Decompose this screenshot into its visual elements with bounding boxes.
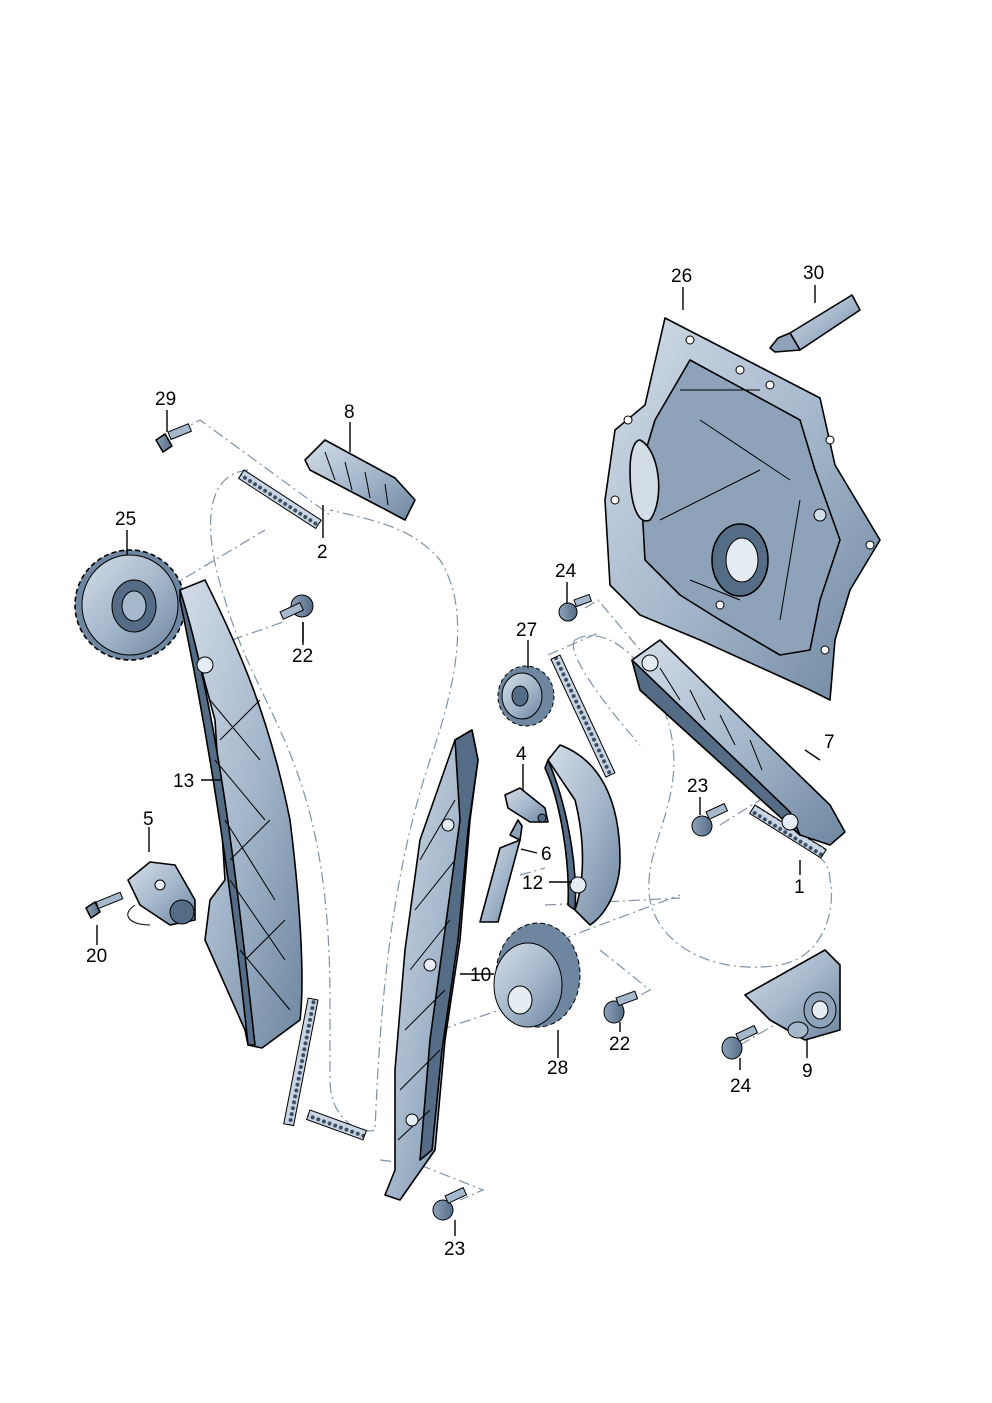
sealant-tube	[769, 294, 861, 353]
callout-labels: 29 8 26 30 25 2 24 22 27 4 7 13 23 5 6 1…	[86, 263, 835, 1260]
bolt-29	[155, 423, 193, 453]
callout-12: 12	[522, 873, 543, 894]
callout-8: 8	[344, 402, 355, 423]
bolt-22-center	[603, 990, 639, 1024]
callout-24-upper: 24	[555, 561, 577, 582]
chain-guide-upper	[304, 439, 416, 521]
callout-2: 2	[317, 542, 328, 563]
callout-1: 1	[794, 877, 805, 898]
bolt-20	[85, 891, 124, 919]
callout-29: 29	[155, 389, 176, 410]
bolt-23-bottom	[432, 1186, 468, 1221]
timing-chain-lower	[283, 997, 319, 1127]
callout-22-left: 22	[292, 646, 313, 667]
callout-28: 28	[547, 1058, 568, 1079]
callout-23-bottom: 23	[444, 1239, 465, 1260]
chain-tensioner	[127, 861, 196, 926]
intermediate-sprocket	[497, 665, 555, 727]
callout-26: 26	[671, 266, 692, 287]
callout-22-center: 22	[609, 1034, 630, 1055]
callout-13: 13	[173, 771, 194, 792]
guide-rail	[384, 729, 479, 1201]
callout-10: 10	[470, 965, 491, 986]
assembly-lines	[167, 419, 833, 1201]
bolt-22-left	[279, 594, 314, 620]
callout-9: 9	[802, 1061, 813, 1082]
camshaft-sprocket	[74, 549, 186, 661]
callout-30: 30	[803, 263, 824, 284]
callout-5: 5	[143, 809, 154, 830]
timing-chain-center	[550, 654, 616, 778]
timing-cover	[604, 317, 881, 701]
callout-6: 6	[541, 844, 552, 865]
callout-24-lower: 24	[730, 1076, 752, 1097]
timing-chain-lower-end	[305, 1109, 368, 1141]
bolt-23-right	[691, 802, 729, 837]
bolt-24-upper	[558, 593, 593, 622]
guide-rail-right	[631, 639, 846, 846]
callout-25: 25	[115, 509, 136, 530]
tensioner-rail	[179, 579, 303, 1049]
bolt-24-lower	[721, 1024, 759, 1060]
callout-23-right: 23	[687, 776, 708, 797]
callout-7: 7	[824, 732, 835, 753]
leader-lines	[96, 285, 821, 1236]
tensioner-rail-short	[544, 744, 621, 926]
timing-chain-upper	[237, 469, 322, 530]
callout-20: 20	[86, 946, 107, 967]
crankshaft-sprocket	[493, 922, 581, 1028]
sealant-tube-small	[479, 819, 523, 923]
pivot-bolt	[504, 787, 549, 823]
callout-4: 4	[516, 744, 527, 765]
callout-27: 27	[516, 620, 537, 641]
bracket	[744, 949, 841, 1041]
